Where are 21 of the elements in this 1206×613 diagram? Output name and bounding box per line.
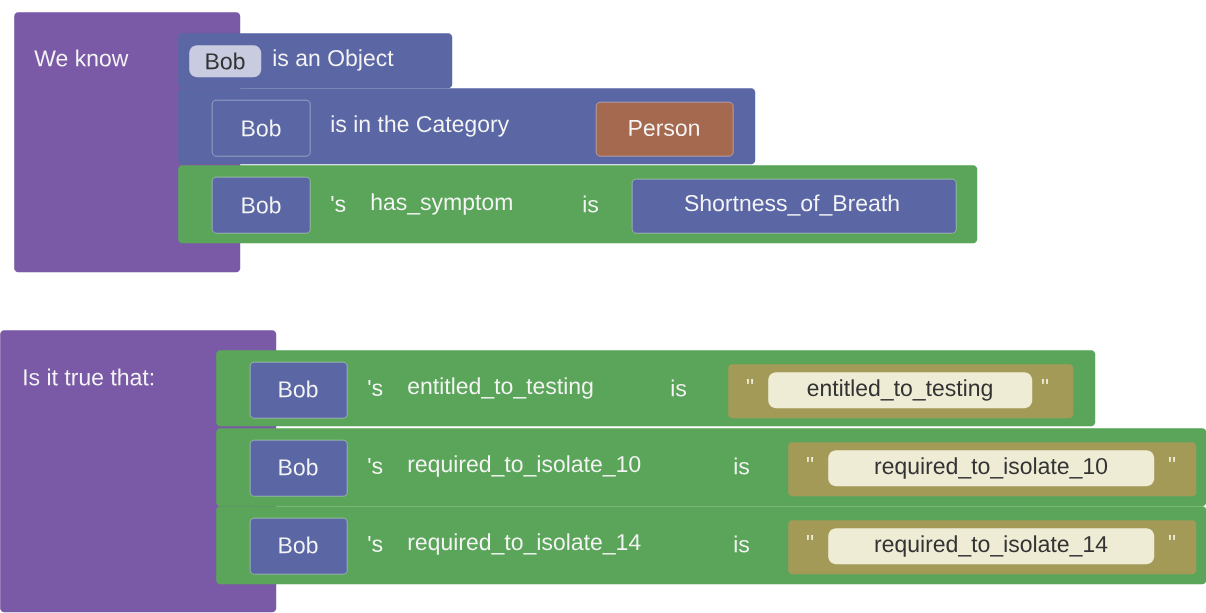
variable-pill: Bob — [189, 45, 262, 78]
variable-block: Bob — [250, 362, 348, 419]
node-label: required_to_isolate_10 — [408, 455, 641, 477]
variable-block: Bob — [250, 440, 348, 497]
node-label: entitled_to_testing — [408, 377, 593, 399]
value-block: Shortness_of_Breath — [632, 179, 957, 234]
variable-block: Bob — [250, 518, 348, 575]
node-label: is — [671, 379, 686, 397]
node-label: is an Object — [273, 49, 394, 71]
node-label: required_to_isolate_14 — [408, 533, 641, 555]
variable-block: Bob — [212, 100, 311, 157]
variable-block: Bob — [212, 177, 311, 234]
node-label: 's — [368, 379, 383, 397]
node-label: is — [734, 457, 749, 475]
node-label: is — [734, 535, 749, 553]
string-pill: entitled_to_testing — [768, 372, 1033, 409]
string-pill: required_to_isolate_14 — [828, 528, 1155, 565]
category-value-block: Person — [596, 102, 734, 157]
string-pill: required_to_isolate_10 — [828, 450, 1155, 487]
node-label: 's — [368, 457, 383, 475]
node-label: 's — [368, 535, 383, 553]
